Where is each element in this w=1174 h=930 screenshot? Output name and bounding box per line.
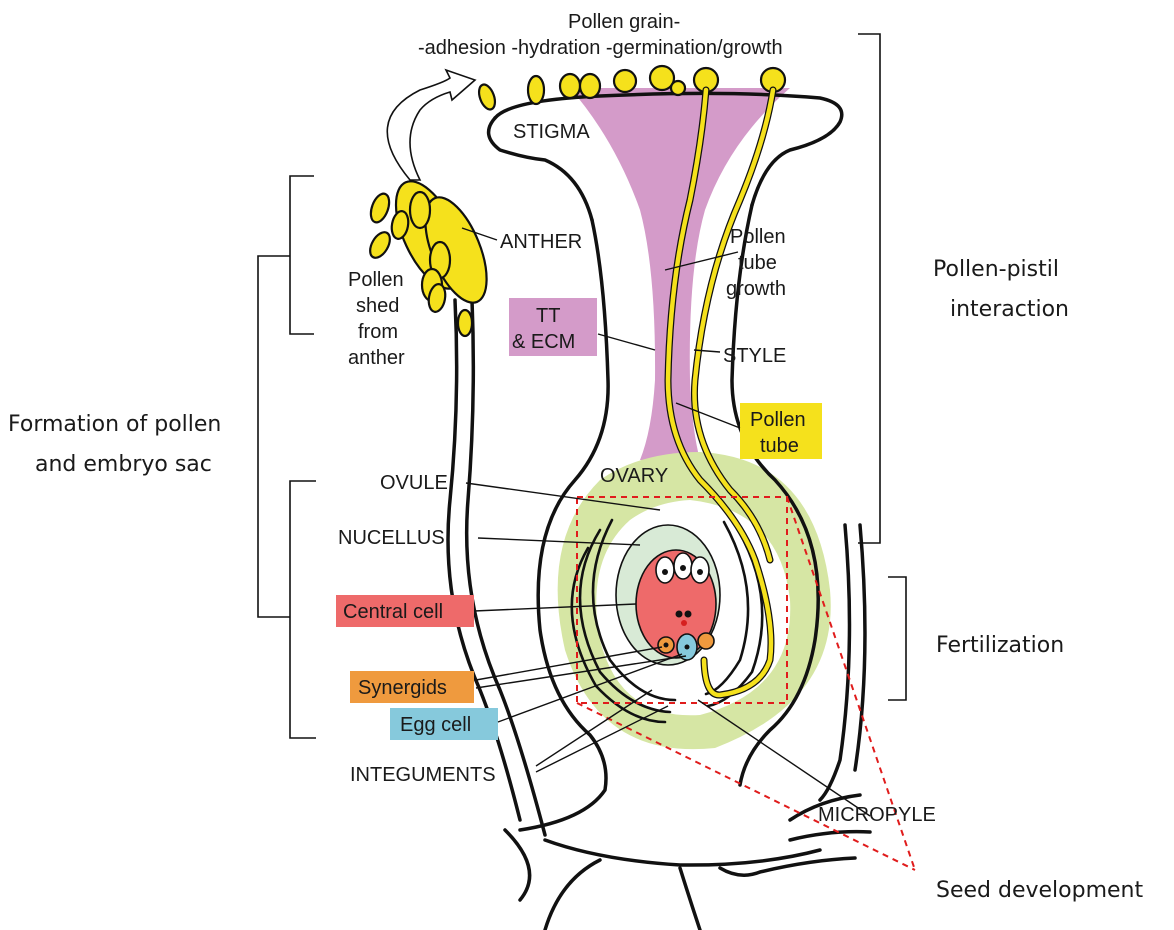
stage-fertilization: Fertilization [936, 633, 1064, 658]
ovule-label: OVULE [380, 472, 448, 494]
stamen-filament [448, 300, 520, 820]
tt-ecm-line-2: & ECM [512, 331, 575, 353]
stage-pollen-pistil-line-2: interaction [950, 297, 1069, 322]
ovary-label: OVARY [600, 465, 668, 487]
stage-formation-line-1: Formation of pollen [8, 412, 221, 437]
receptacle-base [545, 840, 820, 865]
bracket-fertilization [888, 577, 906, 700]
stigma-label: STIGMA [513, 121, 590, 143]
bracket-anther [290, 176, 314, 334]
polar-nucleus [685, 611, 692, 618]
bracket-formation [258, 256, 290, 617]
style-label: STYLE [723, 345, 786, 367]
nucellus-label: NUCELLUS [338, 527, 445, 549]
pollen-shed-line-2: shed [356, 295, 399, 317]
egg-cell-label: Egg cell [400, 714, 471, 736]
synergids-label: Synergids [358, 677, 447, 699]
pollen-tube-label-line-1: Pollen [750, 409, 806, 431]
transfer-arrow [387, 70, 475, 180]
bracket-pollen-pistil [858, 34, 880, 543]
pollen-shed-line-1: Pollen [348, 269, 404, 291]
stage-seed-development: Seed development [936, 878, 1143, 903]
central-cell-label: Central cell [343, 601, 443, 623]
pollen-shed-line-3: from [358, 321, 398, 343]
stage-formation-line-2: and embryo sac [35, 452, 212, 477]
pollen-tube-growth-line-3: growth [726, 278, 786, 300]
integuments-label: INTEGUMENTS [350, 764, 496, 786]
anther-label: ANTHER [500, 231, 582, 253]
micropyle-label: MICROPYLE [818, 804, 936, 826]
pollen-stages-label: -adhesion -hydration -germination/growth [418, 37, 783, 59]
pollen-tube-growth-line-2: tube [738, 252, 777, 274]
pollen-tube-label-line-2: tube [760, 435, 799, 457]
synergid-cell [698, 633, 714, 649]
tt-ecm-line-1: TT [536, 305, 560, 327]
pollen-tube-growth-line-1: Pollen [730, 226, 786, 248]
polar-nucleus [676, 611, 683, 618]
stage-pollen-pistil-line-1: Pollen-pistil [933, 257, 1059, 282]
pollen-shed-line-4: anther [348, 347, 405, 369]
bracket-ovule [290, 481, 316, 738]
pollen-grain-label: Pollen grain- [568, 11, 680, 33]
